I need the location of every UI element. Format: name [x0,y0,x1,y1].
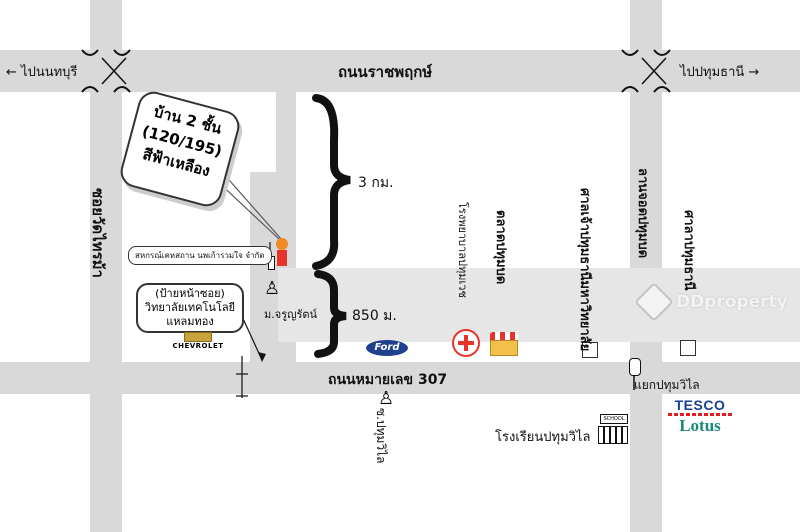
bottom-road-label: ถนนหมายเลข 307 [328,372,448,388]
watermark-icon [634,282,674,322]
sign-line-3: แหลมทอง [166,315,214,328]
village-label: ม.จรูญรัตน์ [264,308,318,321]
distance-lower: 850 ม. [352,308,397,324]
junction-label: แยกปทุมวิไล [634,378,700,392]
road-bottom [0,362,800,394]
hospital-icon [452,329,480,357]
traffic-light-icon [629,358,641,376]
top-road-label: ถนนราชพฤกษ์ [338,63,433,81]
security-guard-icon-2: ♙ [378,388,395,409]
soi-sign-box: (ป้ายหน้าซอย) วิทยาลัยเทคโนโลยี แหลมทอง [136,283,244,333]
place-marker-5 [680,340,696,356]
tesco-lotus-logo: TESCO Lotus [664,398,736,435]
chevrolet-text: CHEVROLET [172,342,224,350]
brace-lower [314,270,347,358]
brace-upper [312,94,351,270]
watermark: DDproperty [634,282,788,322]
lotus-text: Lotus [679,416,721,435]
school-label: โรงเรียนปทุมวิไล [495,430,591,445]
area-strip [278,268,800,342]
school-sign: SCHOOL [600,414,628,424]
coop-label: สหกรณ์เคหสถาน นพเก้ารวมใจ จำกัด [128,246,272,265]
vertical-label-3: ศาลเจ้าปทุมธานีมหาวิทยาลัย [577,188,592,352]
security-guard-icon: ♙ [264,278,281,299]
ford-logo: Ford [366,340,408,356]
direction-left-label: ← ไปนนทบุรี [6,65,78,80]
vertical-label-5: ศาลาปทุมธานี [681,210,696,291]
school-icon: SCHOOL [598,414,628,444]
sign-line-1: (ป้ายหน้าซอย) [155,287,225,300]
place-marker-3 [582,342,598,358]
road-soi-branch [250,172,280,362]
house-marker-icon [276,238,288,268]
road-top [0,50,800,92]
tesco-text: TESCO [674,397,726,413]
hospital-label: โรงพยาบาลปทุมเวช [456,202,469,298]
sign-line-2: วิทยาลัยเทคโนโลยี [144,301,236,314]
direction-right-label: ไปปทุมธานี → [680,65,760,80]
distance-upper: 3 กม. [358,175,394,191]
chevrolet-logo: CHEVROLET [170,332,226,350]
vertical-label-2: ตลาดปทุมบด [493,210,508,285]
vertical-label-4: ลานจอดปทุมบด [635,168,650,259]
market-icon [490,332,518,356]
watermark-text: DDproperty [676,292,788,312]
pathum-soi-label: ซ.ปทุมวิไล [374,408,388,464]
left-soi-label: ซอยวัดไทรม้า [89,188,107,278]
